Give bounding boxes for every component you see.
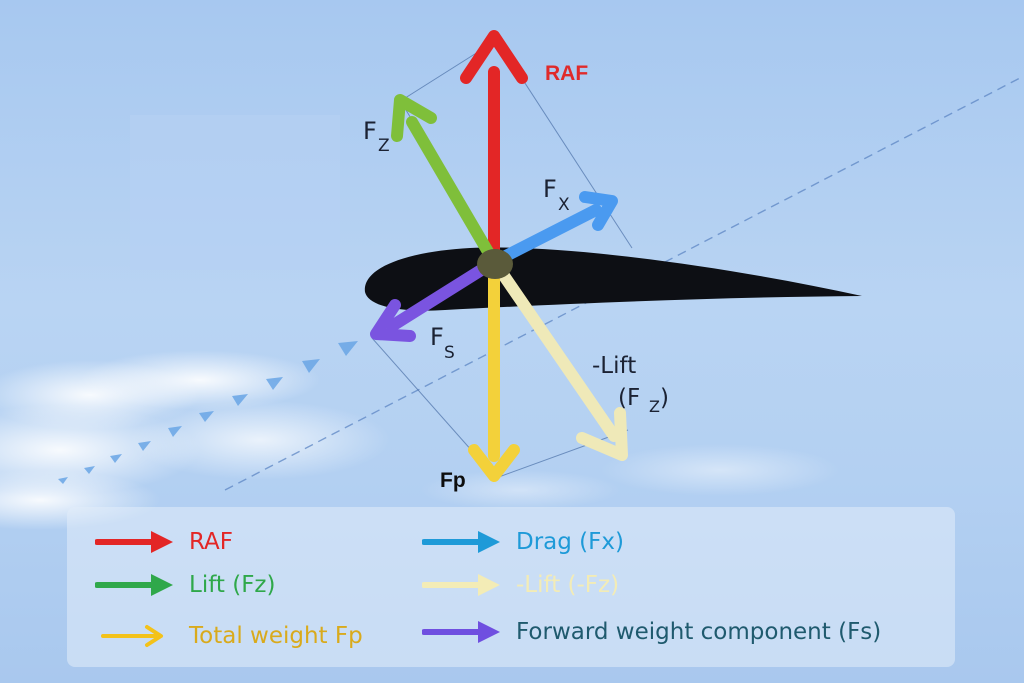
lift-arrow [391, 94, 500, 268]
legend-item-negative-lift: -Lift (-Fz) [422, 568, 619, 602]
cream-arrow-icon [422, 574, 500, 596]
clouds [0, 115, 840, 530]
legend-total-weight-text: Total weight Fp [189, 623, 363, 649]
svg-text:Z: Z [649, 397, 660, 416]
svg-text:): ) [660, 385, 669, 411]
legend-item-forward-weight: Forward weight component (Fs) [422, 615, 881, 649]
green-arrow-icon [95, 574, 173, 596]
svg-text:F: F [543, 175, 557, 203]
svg-text:F: F [430, 323, 444, 351]
fs-label: F S [430, 323, 455, 363]
negative-lift-arrow [494, 264, 628, 461]
purple-arrow-icon [422, 621, 500, 643]
legend-lift-text: Lift (Fz) [189, 572, 276, 598]
legend: RAF Lift (Fz) Total weight Fp Drag (Fx) … [67, 507, 955, 667]
svg-text:Z: Z [378, 136, 390, 156]
fz-label: F Z [363, 117, 390, 156]
yellow-arrow-icon [101, 625, 163, 647]
svg-text:X: X [558, 195, 570, 215]
legend-raf-text: RAF [189, 529, 234, 555]
legend-negative-lift-text: -Lift (-Fz) [516, 572, 620, 598]
blue-arrow-icon [422, 531, 500, 553]
airflow-chevrons [58, 341, 358, 484]
forward-weight-arrow [370, 256, 500, 342]
fx-label: F X [543, 175, 570, 215]
negative-lift-label: -Lift (F Z ) [592, 353, 669, 416]
legend-forward-weight-text: Forward weight component (Fs) [516, 619, 882, 645]
legend-item-lift: Lift (Fz) [95, 568, 275, 602]
legend-drag-text: Drag (Fx) [516, 529, 624, 555]
red-arrow-icon [95, 531, 173, 553]
weight-arrow [468, 262, 520, 482]
fp-label: Fp [440, 469, 466, 492]
svg-text:(F: (F [618, 385, 640, 411]
legend-item-raf: RAF [95, 525, 233, 559]
raf-arrow [460, 30, 528, 268]
legend-item-drag: Drag (Fx) [422, 525, 624, 559]
legend-item-total-weight: Total weight Fp [95, 619, 363, 653]
center-of-pressure-point [477, 249, 513, 279]
svg-text:F: F [363, 117, 377, 145]
raf-label: RAF [545, 62, 588, 85]
svg-text:-Lift: -Lift [592, 353, 636, 379]
drag-arrow [488, 191, 618, 268]
svg-text:S: S [444, 343, 455, 363]
